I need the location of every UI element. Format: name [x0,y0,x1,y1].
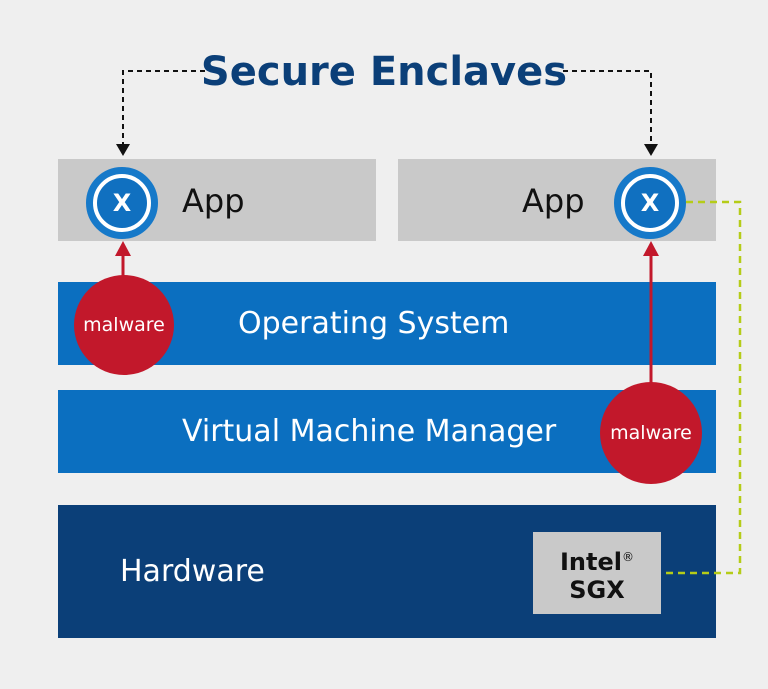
title-arrowhead-left [116,144,130,156]
intel-sgx-box: Intel® SGX [533,532,661,614]
enclave-left: X [86,167,158,239]
virtual-machine-manager-label: Virtual Machine Manager [182,414,557,449]
intel-label: Intel® [560,543,634,576]
operating-system-label: Operating System [238,306,510,341]
malware-arrowhead-left [115,241,131,256]
malware-label-os: malware [83,314,165,336]
hardware-label: Hardware [120,554,265,589]
title-arrowhead-right [644,144,658,156]
malware-badge-vmm: malware [600,382,702,484]
sgx-text: SGX [569,575,625,604]
enclave-right: X [614,167,686,239]
malware-label-vmm: malware [610,422,692,444]
intel-text: Intel [560,547,622,576]
diagram-title: Secure Enclaves [0,44,768,100]
app-label-left: App [182,182,245,220]
enclave-right-x: X [621,174,679,232]
malware-badge-os: malware [74,275,174,375]
registered-mark: ® [622,549,634,564]
enclave-left-x: X [93,174,151,232]
app-label-right: App [522,182,585,220]
malware-arrowhead-right [643,241,659,256]
title-text: Secure Enclaves [186,49,582,95]
